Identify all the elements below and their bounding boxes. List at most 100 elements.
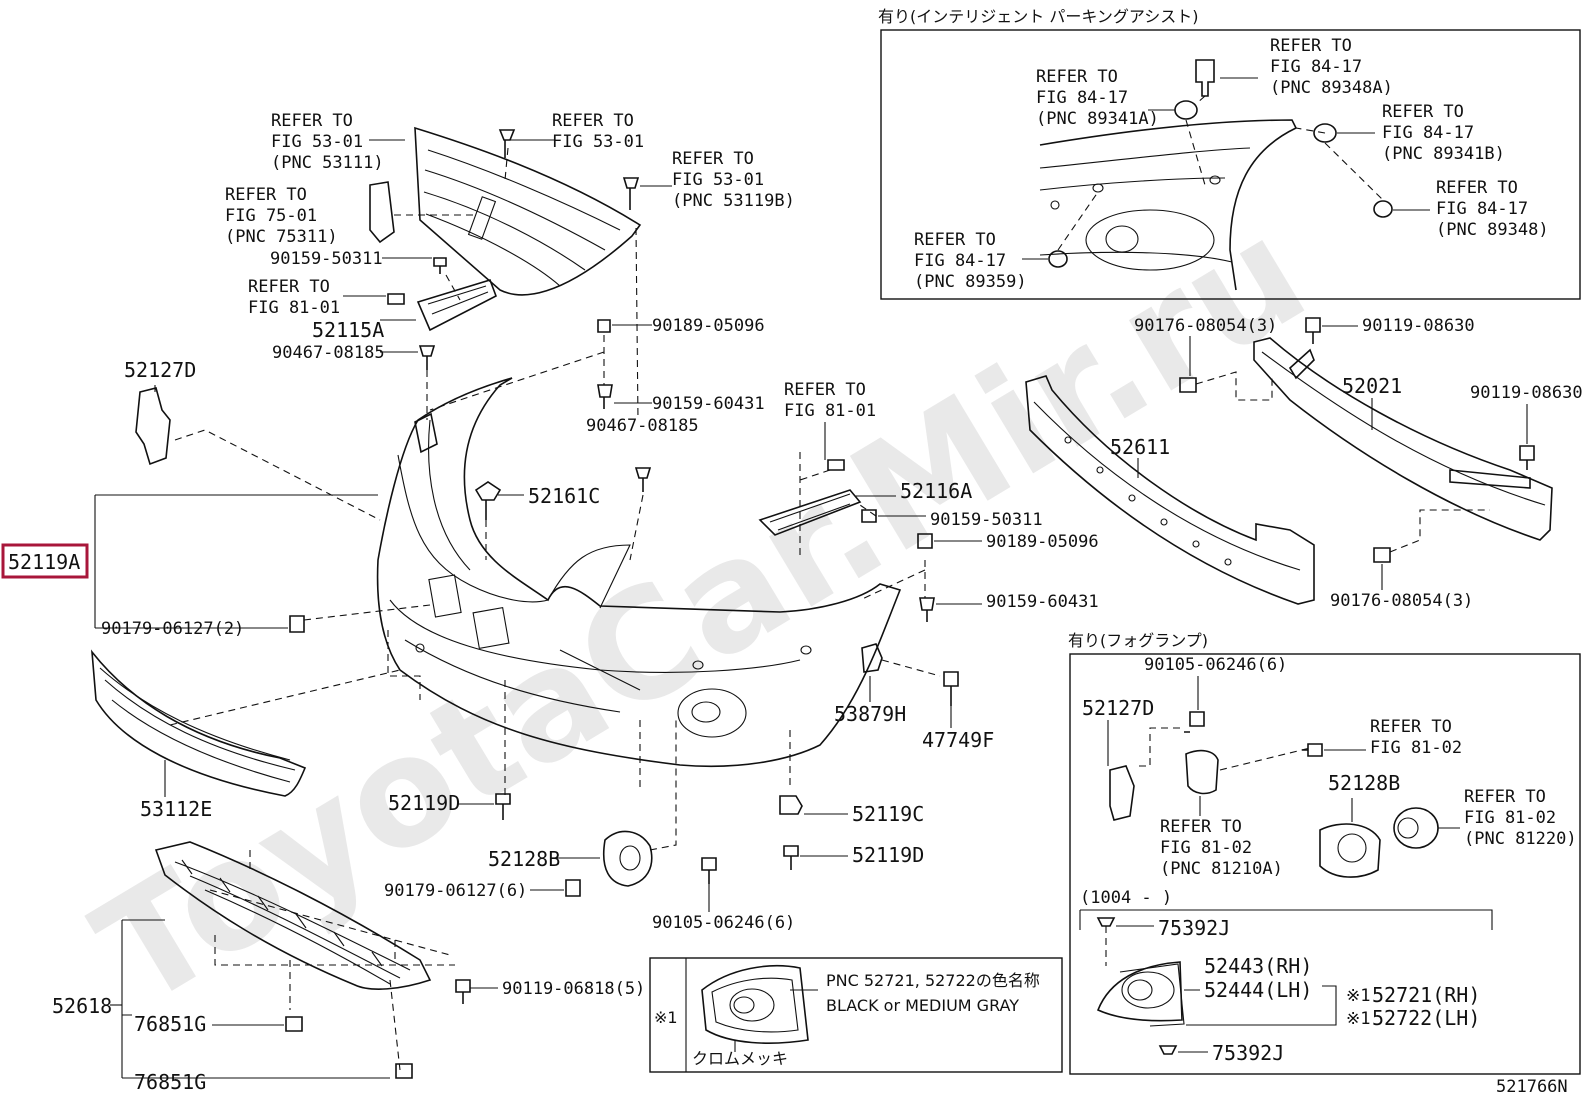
date-range: (1004 - ) (1080, 888, 1172, 908)
screw-52119D-a (495, 793, 511, 820)
svg-text:(PNC 53119B): (PNC 53119B) (672, 191, 795, 211)
svg-text:FIG 53-01: FIG 53-01 (552, 132, 644, 152)
note-marker-2: ※1 (1346, 1009, 1370, 1029)
bumper-cover-52119A (376, 377, 902, 768)
svg-text:REFER TO: REFER TO (1370, 717, 1452, 737)
chrome-label: クロムメッキ (692, 1049, 788, 1068)
svg-text:REFER TO: REFER TO (784, 380, 866, 400)
label-90159-60431a: 90159-60431 (652, 394, 765, 414)
fog-lamp-inset: 有り(フォグランプ) 52127D 90105-06246(6) REFER T… (1068, 631, 1581, 1075)
fog-bracket-52128B-b (1319, 823, 1381, 878)
ref-89348: REFER TO FIG 84-17 (PNC 89348) (1436, 178, 1549, 240)
label-52444: 52444(LH) (1204, 978, 1312, 1002)
svg-text:(PNC 89359): (PNC 89359) (914, 272, 1027, 292)
chrome-bezel (701, 965, 809, 1044)
ref-emblem: REFER TO FIG 75-01 (PNC 75311) (225, 185, 338, 247)
svg-text:FIG 81-01: FIG 81-01 (784, 401, 876, 421)
bumper-side-tab (414, 412, 438, 454)
label-52119A[interactable]: 52119A (8, 550, 80, 574)
screw-81-02 (1302, 743, 1323, 757)
label-75392J-b: 75392J (1212, 1041, 1284, 1065)
emblem (369, 181, 395, 244)
parking-assist-inset: 有り(インテリジェント パーキングアシスト) REFER TO FIG 84-1… (878, 7, 1581, 300)
label-76851G-b: 76851G (134, 1070, 206, 1094)
radiator-grille (414, 126, 642, 296)
ref-81220: REFER TO FIG 81-02 (PNC 81220) (1464, 787, 1577, 849)
label-90467-08185a: 90467-08185 (272, 343, 385, 363)
bolt-90119-08630b (1519, 445, 1535, 470)
label-52618: 52618 (52, 994, 112, 1018)
color-note-line2: BLACK or MEDIUM GRAY (826, 996, 1019, 1015)
bracket-53879H (861, 643, 883, 673)
bolt-90119-08630a (1305, 317, 1321, 344)
label-52611: 52611 (1110, 435, 1170, 459)
svg-text:(PNC 81220): (PNC 81220) (1464, 829, 1577, 849)
svg-text:REFER TO: REFER TO (1436, 178, 1518, 198)
bumper-fog-opening (677, 688, 747, 738)
label-52119C: 52119C (852, 802, 924, 826)
screw-52119D-b (783, 845, 799, 870)
svg-text:(PNC 89341A): (PNC 89341A) (1036, 109, 1159, 129)
svg-text:FIG 53-01: FIG 53-01 (672, 170, 764, 190)
sensor-89341B (1313, 123, 1337, 143)
label-52116A: 52116A (900, 479, 972, 503)
svg-text:REFER TO: REFER TO (672, 149, 754, 169)
inset-fog-opening (1085, 209, 1215, 271)
svg-text:(PNC 89348A): (PNC 89348A) (1270, 78, 1393, 98)
svg-text:REFER TO: REFER TO (1464, 787, 1546, 807)
svg-text:(PNC 89341B): (PNC 89341B) (1382, 144, 1505, 164)
part-52119A-callout[interactable]: 52119A (1, 494, 378, 629)
svg-text:REFER TO: REFER TO (914, 230, 996, 250)
bolt-81-01 (387, 293, 405, 305)
color-note-line1: PNC 52721, 52722の色名称 (826, 971, 1040, 990)
nut-90179-06127-6 (565, 879, 581, 897)
ref-89341B: REFER TO FIG 84-17 (PNC 89341B) (1382, 102, 1505, 164)
ref-bolt: REFER TO FIG 81-01 (248, 277, 340, 318)
nut-90176-08054-3a (1179, 377, 1197, 393)
note-box-outer (649, 957, 1063, 1073)
label-90179-06127-2: 90179-06127(2) (101, 619, 244, 639)
retainer-52116A: REFER TO FIG 81-01 52116A 90159-50311 90… (758, 380, 1099, 622)
highlight-box[interactable] (1, 543, 89, 579)
figure-code: 521766N (1496, 1077, 1568, 1097)
color-note-box: ※1 PNC 52721, 52722の色名称 BLACK or MEDIUM … (649, 957, 1063, 1073)
ref-81-02a: REFER TO FIG 81-02 (1370, 717, 1462, 758)
svg-text:FIG 84-17: FIG 84-17 (1270, 57, 1362, 77)
label-52119D-a: 52119D (388, 791, 460, 815)
nut-90179-06127-2 (289, 615, 305, 633)
svg-text:REFER TO: REFER TO (248, 277, 330, 297)
svg-text:(PNC 89348): (PNC 89348) (1436, 220, 1549, 240)
upper-grille-group: REFER TO FIG 53-01 (PNC 53111) REFER TO … (225, 111, 795, 561)
svg-text:REFER TO: REFER TO (271, 111, 353, 131)
svg-text:REFER TO: REFER TO (552, 111, 634, 131)
label-90189-05096b: 90189-05096 (986, 532, 1099, 552)
fog-lamp-heading: 有り(フォグランプ) (1068, 631, 1208, 650)
label-52721: 52721(RH) (1372, 983, 1480, 1007)
under-cover-52618: 52618 76851G 76851G 90119-06818(5) (52, 841, 645, 1094)
sensor-89341A (1174, 100, 1198, 120)
inset-bumper-edge (1039, 119, 1298, 291)
rivet-90467-08185a (418, 345, 436, 370)
label-90159-60431b: 90159-60431 (986, 592, 1099, 612)
fog-cover-52443 (1096, 961, 1183, 1022)
label-52119D-b: 52119D (852, 843, 924, 867)
sensor-89348A (1195, 59, 1215, 97)
ref-grille: REFER TO FIG 53-01 (PNC 53111) (271, 111, 384, 173)
label-90105-06246-6a: 90105-06246(6) (652, 913, 795, 933)
label-52128B-a: 52128B (488, 847, 560, 871)
ref-clip: REFER TO FIG 53-01 (552, 111, 644, 152)
label-52128B-b: 52128B (1328, 771, 1400, 795)
svg-text:FIG 84-17: FIG 84-17 (1036, 88, 1128, 108)
svg-text:FIG 53-01: FIG 53-01 (271, 132, 363, 152)
svg-text:FIG 81-02: FIG 81-02 (1464, 808, 1556, 828)
bracket-52021 (1288, 348, 1315, 380)
label-90159-50311b: 90159-50311 (930, 510, 1043, 530)
ref-screw: REFER TO FIG 53-01 (PNC 53119B) (672, 149, 795, 211)
clip-52161C (474, 481, 502, 520)
ref-bolt-2: REFER TO FIG 81-01 (784, 380, 876, 421)
clip-75392J-a (1096, 917, 1116, 927)
svg-text:(PNC 75311): (PNC 75311) (225, 227, 338, 247)
svg-text:FIG 84-17: FIG 84-17 (1436, 199, 1528, 219)
parking-assist-heading: 有り(インテリジェント パーキングアシスト) (878, 7, 1198, 26)
absorber-52611: 52611 (1025, 375, 1315, 605)
